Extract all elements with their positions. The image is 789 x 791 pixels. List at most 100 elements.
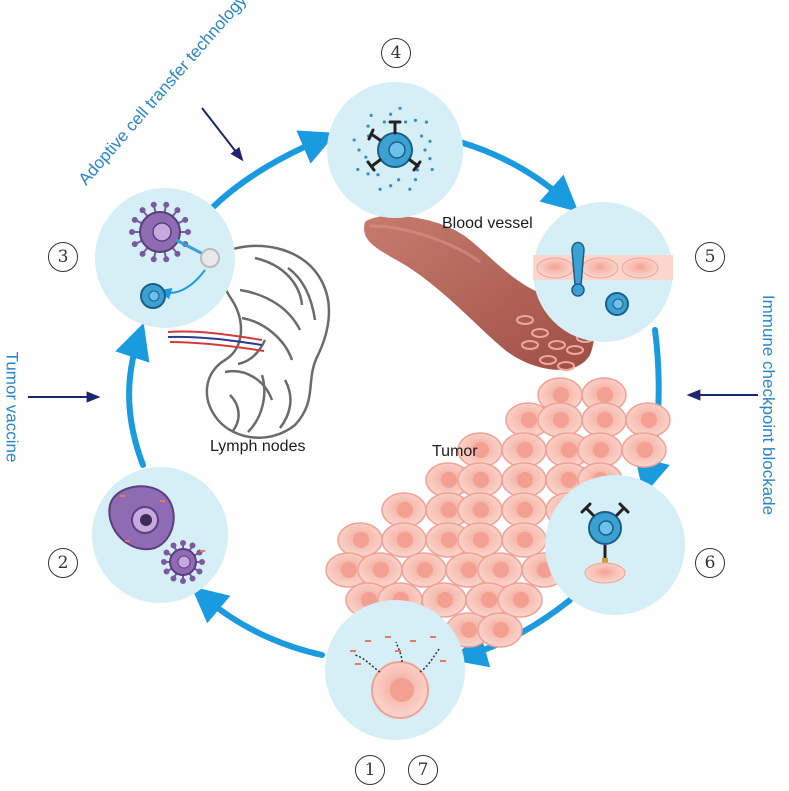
cytokine-dot (408, 187, 412, 191)
tumor-vaccine-label: Tumor vaccine (2, 351, 22, 463)
lymph-vessels (167, 330, 265, 352)
immune-checkpoint-label: Immune checkpoint blockade (759, 294, 779, 516)
tumor-cell-nucleus (473, 442, 489, 458)
cytokine-dot (357, 148, 361, 152)
step-number-3: 3 (48, 242, 78, 272)
tumor-cell-nucleus (493, 562, 509, 578)
tumor-cell-nucleus (637, 442, 653, 458)
tumor-cell-nucleus (461, 622, 477, 638)
cytokine-dot (397, 178, 401, 182)
arrow-4-to-5 (457, 139, 579, 212)
dendrite-tip (185, 229, 191, 235)
treatment-arrows (28, 107, 758, 403)
cytokine-dot (423, 148, 427, 152)
tumor-cell-nucleus (561, 442, 577, 458)
tumor-cell-nucleus (517, 502, 533, 518)
tumor-cell-nucleus (373, 562, 389, 578)
tumor-label: Tumor (432, 443, 478, 460)
dendrite-tip (174, 250, 181, 257)
tumor-cell-nucleus (441, 502, 457, 518)
dendrite-tip (196, 568, 203, 575)
tumor-cell-nucleus (473, 502, 489, 518)
step-number-4: 4 (381, 38, 411, 68)
tumor-cell-nucleus (597, 412, 613, 428)
lymph-nodes-label: Lymph nodes (210, 438, 306, 455)
tumor-cell-nucleus (417, 562, 433, 578)
tumor-cell-nucleus (441, 472, 457, 488)
dendrite-tip (189, 575, 196, 582)
tumor-cell-nucleus (437, 592, 453, 608)
step-number-7: 7 (408, 755, 438, 785)
cytokine-dot (415, 168, 420, 172)
cytokine-dot (389, 184, 393, 188)
dendrite-tip (163, 568, 170, 575)
cytokine-dot (428, 157, 432, 161)
cytokine-dot (430, 167, 434, 172)
arrow-3-to-4 (207, 130, 337, 213)
dendrite-tip (163, 549, 170, 556)
tumor-cell-nucleus (553, 387, 569, 403)
cytokine-dot (413, 178, 418, 182)
dendrite-tip (163, 256, 170, 263)
dendrite-tip (189, 542, 196, 549)
cytokine-dot (378, 187, 382, 191)
cytokine-dot (389, 112, 393, 116)
tumor-cell-nucleus (397, 532, 413, 548)
tumor-cell-nucleus (353, 532, 369, 548)
dendrite-tip (139, 207, 146, 214)
cytokine-dot (366, 172, 370, 176)
dendrite-tip (163, 201, 170, 208)
stage-1-tumor-antigen-release (350, 636, 446, 719)
cytokine-dot (382, 120, 386, 124)
tumor-cell-nucleus (441, 532, 457, 548)
step-number-6: 6 (695, 548, 725, 578)
dendrite-tip (182, 216, 189, 223)
tumor-cell-nucleus (597, 387, 613, 403)
cytokine-dot (428, 139, 432, 143)
dendrite-tip (174, 207, 181, 214)
tumor-cell-nucleus (473, 532, 489, 548)
stage-6-circle (545, 475, 685, 615)
tumor-cell-nucleus (517, 472, 533, 488)
dendrite-tip (180, 578, 186, 584)
cytokine-dot (398, 106, 402, 110)
stage-4-t-cell (352, 106, 434, 191)
blood-vessel-label: Blood vessel (442, 215, 533, 232)
cytokine-dot (352, 138, 356, 142)
cytokine-dot (366, 124, 370, 128)
tumor-cell-nucleus (397, 502, 413, 518)
tumor-cell-nucleus (521, 412, 537, 428)
stage-3-antigen-presentation (129, 201, 220, 309)
tumor-cell-nucleus (513, 592, 529, 608)
tumor-cell-nucleus (593, 442, 609, 458)
step-number-2: 2 (48, 548, 78, 578)
dendrite-tip (131, 216, 138, 223)
tumor-cell-nucleus (517, 442, 533, 458)
tumor-cell-nucleus (493, 622, 509, 638)
cytokine-dot (356, 167, 360, 172)
tumor-cell-nucleus (641, 412, 657, 428)
stage-2-antigen-presenting-cells (108, 485, 205, 584)
cytokine-dot (404, 120, 408, 124)
cytokine-dot (369, 113, 373, 118)
dendrite-tip (131, 241, 138, 248)
tumor-cell-nucleus (481, 592, 497, 608)
cytokine-dot (419, 134, 424, 138)
tumor-cell-nucleus (461, 562, 477, 578)
dendrite-tip (139, 250, 146, 257)
tumor-cell-nucleus (341, 562, 357, 578)
cytokine-dot (424, 120, 429, 124)
cytokine-dot (413, 118, 418, 122)
step-number-5: 5 (695, 242, 725, 272)
dendrite-tip (150, 256, 157, 263)
dendrite-tip (150, 201, 157, 208)
tumor-cell-nucleus (553, 412, 569, 428)
dendrite-tip (180, 540, 186, 546)
tumor-cell-nucleus (561, 472, 577, 488)
cytokine-dot (376, 173, 380, 177)
arrow-2-to-3 (115, 322, 150, 468)
stage-5-extravasation (533, 241, 673, 316)
tumor-cell-nucleus (473, 472, 489, 488)
